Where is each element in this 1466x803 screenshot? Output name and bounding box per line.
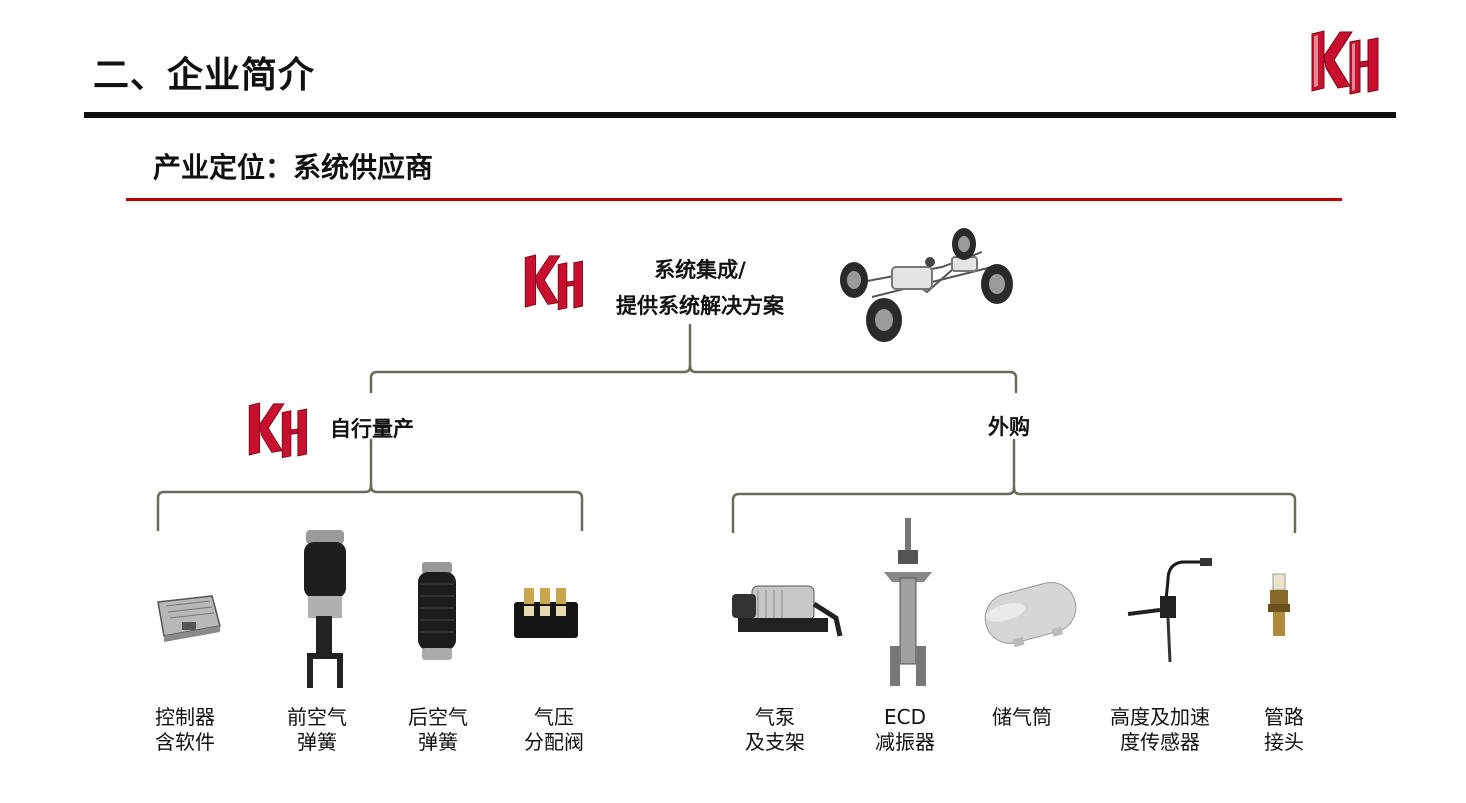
front-air-spring-image — [300, 528, 350, 690]
compressor-image — [728, 578, 846, 644]
outsourced-label: 外购 — [988, 415, 1030, 439]
pipe-fitting-image — [1264, 572, 1294, 642]
brand-logo — [1306, 26, 1382, 96]
ecd-damper-image — [880, 516, 936, 688]
left-bracket-right — [369, 484, 584, 532]
rear-air-spring-image — [414, 560, 460, 664]
label-controller: 控制器 含软件 — [155, 705, 215, 754]
root-node-label: 系统集成/ 提供系统解决方案 — [600, 252, 800, 324]
label-air-tank: 储气筒 — [992, 705, 1052, 729]
section-divider — [126, 198, 1342, 201]
label-pipe-fitting: 管路 接头 — [1264, 705, 1304, 754]
air-tank-image — [976, 566, 1084, 656]
self-production-label: 自行量产 — [330, 417, 414, 441]
chassis-image — [832, 222, 1022, 347]
right-bracket-left — [731, 438, 1016, 534]
valve-block-image — [508, 582, 584, 642]
page-title: 二、企业简介 — [93, 55, 316, 96]
controller-image — [152, 592, 224, 644]
label-compressor: 气泵 及支架 — [745, 705, 805, 754]
root-logo — [520, 250, 586, 312]
root-line1: 系统集成/ — [654, 258, 746, 282]
section-title: 产业定位：系统供应商 — [153, 151, 434, 184]
label-rear-air-spring: 后空气 弹簧 — [408, 705, 468, 754]
root-line2: 提供系统解决方案 — [616, 294, 784, 318]
title-divider — [84, 112, 1396, 118]
label-valve-block: 气压 分配阀 — [524, 705, 584, 754]
root-bracket-right — [688, 364, 1018, 394]
label-height-sensor: 高度及加速 度传感器 — [1110, 705, 1210, 754]
height-sensor-image — [1122, 556, 1216, 668]
root-bracket-left — [369, 323, 692, 394]
label-front-air-spring: 前空气 弹簧 — [287, 705, 347, 754]
right-bracket-right — [1012, 486, 1297, 534]
label-ecd-damper: ECD 减振器 — [875, 705, 935, 754]
self-production-logo — [244, 398, 310, 460]
